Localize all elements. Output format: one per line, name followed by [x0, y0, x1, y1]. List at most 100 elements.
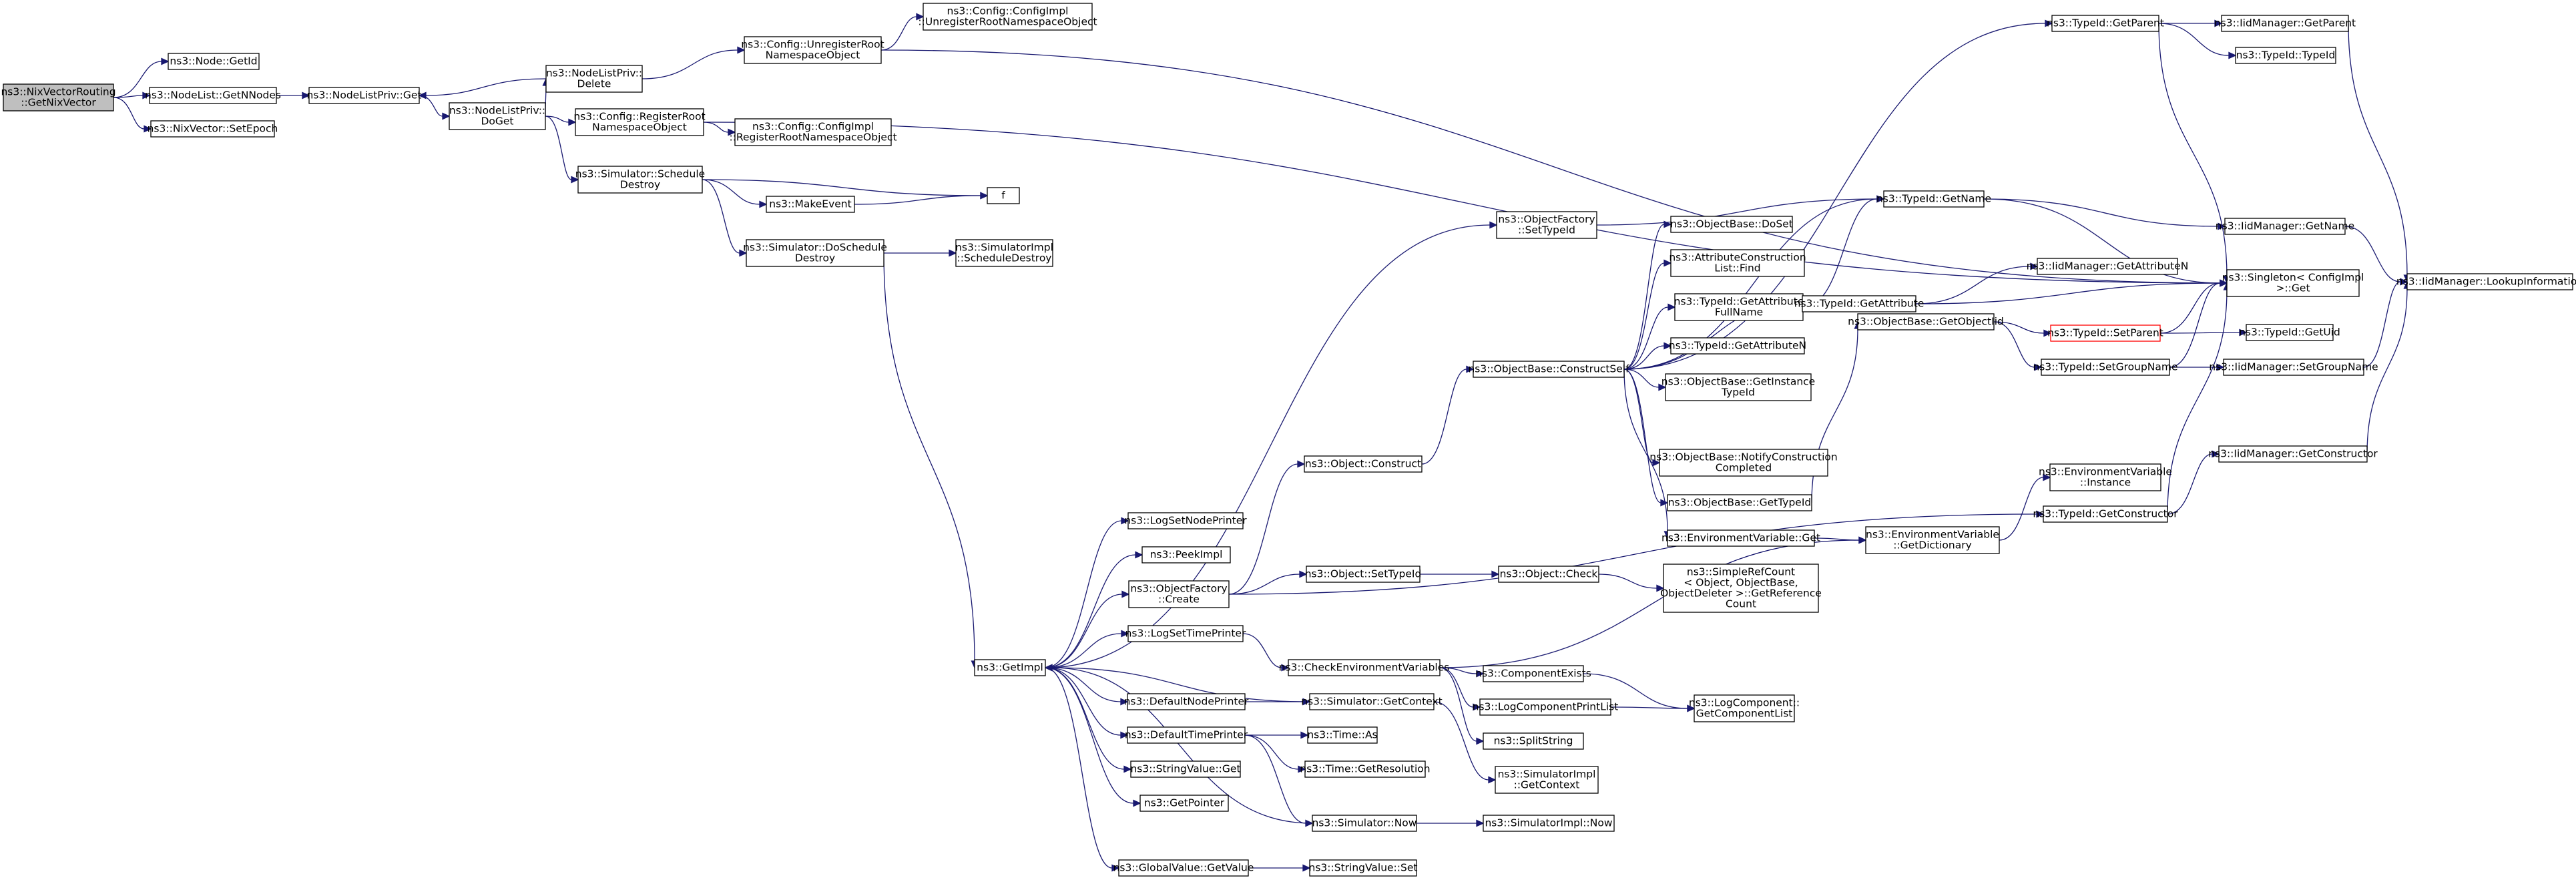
- node-box: [168, 53, 260, 70]
- node-logsetnode[interactable]: ns3::LogSetNodePrinter: [1124, 512, 1247, 529]
- node-tidsetparent[interactable]: ns3::TypeId::SetParent: [2047, 324, 2163, 342]
- edge-obgetobjtid-to-tidsetparent: [1993, 321, 2052, 337]
- node-compexists[interactable]: ns3::ComponentExists: [1475, 665, 1591, 682]
- edge-line: [1915, 282, 2221, 304]
- node-simimplnow[interactable]: ns3::SimulatorImpl::Now: [1483, 815, 1615, 832]
- edge-line: [1993, 321, 2045, 334]
- node-iidgetattrn[interactable]: ns3::IidManager::GetAttributeN: [2027, 258, 2189, 275]
- node-envdict[interactable]: ns3::EnvironmentVariable::GetDictionary: [1865, 526, 2000, 554]
- edge-line: [1623, 345, 1665, 370]
- node-timeas[interactable]: ns3::Time::As: [1307, 726, 1378, 744]
- node-tidgetname[interactable]: ns3::TypeId::GetName: [1876, 190, 1991, 208]
- node-ofsettypeid[interactable]: ns3::ObjectFactory::SetTypeId: [1496, 211, 1597, 239]
- edge-objsettypeid-to-objcheck: [1420, 570, 1500, 578]
- node-implreg[interactable]: ns3::Config::ConfigImpl::RegisterRootNam…: [729, 118, 897, 146]
- node-strget[interactable]: ns3::StringValue::Get: [1130, 760, 1241, 778]
- edge-arrowhead: [2212, 450, 2220, 458]
- node-strset[interactable]: ns3::StringValue::Set: [1309, 859, 1418, 877]
- node-getid[interactable]: ns3::Node::GetId: [168, 53, 260, 70]
- node-label: ns3::Simulator::GetContext: [1301, 696, 1443, 708]
- node-root[interactable]: ns3::NixVectorRouting::GetNixVector: [1, 83, 116, 112]
- node-unreg[interactable]: ns3::Config::UnregisterRootNamespaceObje…: [741, 36, 884, 64]
- node-timeres[interactable]: ns3::Time::GetResolution: [1300, 760, 1431, 778]
- edge-objcheck-to-refcount: [1598, 574, 1665, 592]
- node-label: ns3::SimulatorImpl: [955, 242, 1053, 254]
- node-getnnodes[interactable]: ns3::NodeList::GetNNodes: [145, 87, 281, 104]
- node-simimplctx[interactable]: ns3::SimulatorImpl::GetContext: [1495, 766, 1599, 794]
- node-box: [1667, 494, 1812, 511]
- node-iidgetparent[interactable]: ns3::IidManager::GetParent: [2214, 15, 2356, 32]
- node-schedule[interactable]: ns3::Simulator::ScheduleDestroy: [575, 166, 705, 194]
- node-iidlookup[interactable]: ns3::IidManager::LookupInformation: [2396, 273, 2576, 290]
- node-iidsetgroup[interactable]: ns3::IidManager::SetGroupName: [2209, 359, 2378, 376]
- node-logcompgetlist[interactable]: ns3::LogComponent::GetComponentList: [1689, 694, 1800, 722]
- node-tidgetparent[interactable]: ns3::TypeId::GetParent: [2047, 15, 2164, 32]
- edge-envdict-to-envinstance: [1999, 473, 2051, 541]
- node-deftime[interactable]: ns3::DefaultTimePrinter: [1125, 726, 1248, 744]
- node-logcomplist[interactable]: ns3::LogComponentPrintList: [1473, 698, 1619, 716]
- node-getimpl[interactable]: ns3::GetImpl: [974, 659, 1046, 676]
- node-box: [1483, 665, 1584, 682]
- node-tidattrn[interactable]: ns3::TypeId::GetAttributeN: [1669, 337, 1806, 355]
- node-logsettime[interactable]: ns3::LogSetTimePrinter: [1125, 625, 1246, 642]
- node-singleton[interactable]: ns3::Singleton< ConfigImpl>::Get: [2222, 269, 2364, 297]
- edge-line: [702, 179, 760, 205]
- edge-arrowhead: [739, 249, 748, 257]
- node-obnotify[interactable]: ns3::ObjectBase::NotifyConstructionCompl…: [1649, 449, 1838, 477]
- node-iidgetname[interactable]: ns3::IidManager::GetName: [2216, 218, 2354, 235]
- node-envinstance[interactable]: ns3::EnvironmentVariable::Instance: [2039, 463, 2172, 491]
- node-ofcreate[interactable]: ns3::ObjectFactory::Create: [1128, 580, 1230, 608]
- node-simgetctx[interactable]: ns3::Simulator::GetContext: [1301, 693, 1443, 710]
- node-splitstring[interactable]: ns3::SplitString: [1483, 732, 1584, 750]
- edge-root-to-getnnodes: [113, 91, 151, 99]
- node-nlpdoget[interactable]: ns3::NodeListPriv::DoGet: [449, 102, 546, 130]
- edge-line: [2159, 282, 2221, 334]
- node-defnode[interactable]: ns3::DefaultNodePrinter: [1124, 693, 1249, 710]
- node-simimplsched[interactable]: ns3::SimulatorImpl::ScheduleDestroy: [955, 239, 1053, 267]
- node-obdoset[interactable]: ns3::ObjectBase::DoSet: [1670, 216, 1793, 233]
- node-reg[interactable]: ns3::Config::RegisterRootNamespaceObject: [573, 108, 706, 136]
- node-tidgetuid[interactable]: ns3::TypeId::GetUid: [2239, 324, 2340, 341]
- node-box: [308, 87, 420, 104]
- node-box: [744, 36, 882, 64]
- node-objcheck[interactable]: ns3::Object::Check: [1498, 566, 1599, 583]
- node-tidsetgroup[interactable]: ns3::TypeId::SetGroupName: [2033, 359, 2178, 376]
- node-objsettypeid[interactable]: ns3::Object::SetTypeId: [1305, 566, 1422, 583]
- node-label: ns3::PeekImpl: [1150, 549, 1223, 561]
- node-implunreg[interactable]: ns3::Config::ConfigImpl::UnregisterRootN…: [918, 3, 1097, 31]
- node-gvgetvalue[interactable]: ns3::GlobalValue::GetValue: [1113, 859, 1254, 877]
- node-tidtypeid[interactable]: ns3::TypeId::TypeId: [2235, 47, 2336, 64]
- node-label: ns3::NodeListPriv::: [546, 67, 642, 79]
- edge-arrowhead: [1473, 703, 1481, 711]
- node-iidgetctor[interactable]: ns3::IidManager::GetConstructor: [2208, 445, 2378, 463]
- node-nlpdelete[interactable]: ns3::NodeListPriv::Delete: [545, 65, 643, 93]
- node-setepoch[interactable]: ns3::NixVector::SetEpoch: [148, 120, 278, 138]
- node-obgetobjtid[interactable]: ns3::ObjectBase::GetObjectIid: [1848, 313, 2004, 330]
- node-label: ns3::IidManager::LookupInformation: [2396, 276, 2576, 288]
- edge-line: [1983, 198, 2219, 227]
- node-label: ns3::NodeListPriv::: [449, 105, 545, 117]
- node-box: [1127, 693, 1246, 710]
- node-f[interactable]: f: [987, 187, 1020, 204]
- node-checkenv[interactable]: ns3::CheckEnvironmentVariables: [1279, 659, 1450, 676]
- node-tidgetattr[interactable]: ns3::TypeId::GetAttribute: [1794, 295, 1924, 312]
- node-refcount[interactable]: ns3::SimpleRefCount< Object, ObjectBase,…: [1660, 564, 1822, 613]
- node-objconstruct[interactable]: ns3::Object::Construct: [1304, 455, 1423, 473]
- node-obconstructself[interactable]: ns3::ObjectBase::ConstructSelf: [1468, 361, 1629, 378]
- node-label: ns3::LogSetNodePrinter: [1124, 515, 1247, 527]
- node-obgettid[interactable]: ns3::ObjectBase::GetTypeId: [1667, 494, 1812, 511]
- node-simnow[interactable]: ns3::Simulator::Now: [1312, 815, 1417, 832]
- node-nlpget[interactable]: ns3::NodeListPriv::Get: [307, 87, 422, 104]
- node-makeevent[interactable]: ns3::MakeEvent: [766, 196, 855, 213]
- node-peekimpl[interactable]: ns3::PeekImpl: [1141, 546, 1231, 564]
- node-envget[interactable]: ns3::EnvironmentVariable::Get: [1661, 529, 1820, 547]
- edge-obconstructself-to-tidattrfull: [1623, 303, 1676, 370]
- node-box: [1694, 694, 1795, 722]
- node-getpointer[interactable]: ns3::GetPointer: [1139, 795, 1229, 812]
- node-tidgetctor[interactable]: ns3::TypeId::GetConstructor: [2033, 505, 2178, 523]
- edge-arrowhead: [442, 112, 451, 120]
